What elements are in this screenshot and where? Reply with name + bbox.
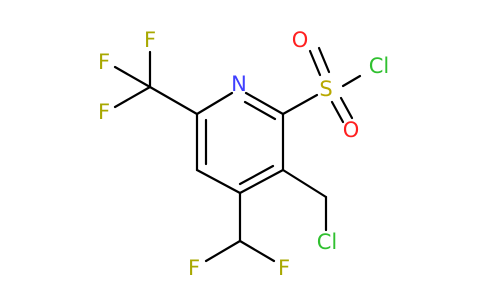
- bond-s1-cl1: [341, 74, 362, 88]
- atom-f5: F: [278, 256, 290, 280]
- atom-f1: F: [144, 28, 156, 52]
- bond-cf3-f2: [113, 65, 152, 89]
- bond-n1-c2-double: [243, 100, 277, 121]
- atom-s1: S: [319, 77, 332, 101]
- bond-s1-o1: [308, 49, 322, 77]
- atom-cl2: Cl: [317, 230, 338, 254]
- bond-s1-o1-double: [317, 46, 331, 74]
- bond-n1-c2: [244, 91, 285, 116]
- atom-o1: O: [292, 28, 309, 52]
- bond-cf3-f3: [113, 85, 152, 109]
- atom-cl1: Cl: [369, 54, 390, 78]
- atom-f2: F: [98, 50, 110, 74]
- bond-c6-cf3: [148, 85, 199, 116]
- bond-c6-n1: [195, 91, 234, 116]
- atom-f4: F: [188, 256, 200, 280]
- atom-f3: F: [98, 100, 110, 124]
- bond-s1-o2-double: [339, 96, 354, 120]
- bond-c2-s1: [281, 93, 319, 116]
- bond-chf2-f4: [204, 239, 242, 263]
- bond-c3-ch2: [281, 168, 328, 199]
- bond-s1-o2: [330, 100, 345, 124]
- bond-c3-c4: [238, 168, 285, 195]
- bond-c3-c4-double: [238, 164, 275, 186]
- atom-o2: O: [343, 118, 360, 142]
- bond-chf2-f5: [238, 239, 276, 263]
- atom-n1: N: [231, 72, 247, 96]
- bond-c4-c5: [195, 168, 242, 195]
